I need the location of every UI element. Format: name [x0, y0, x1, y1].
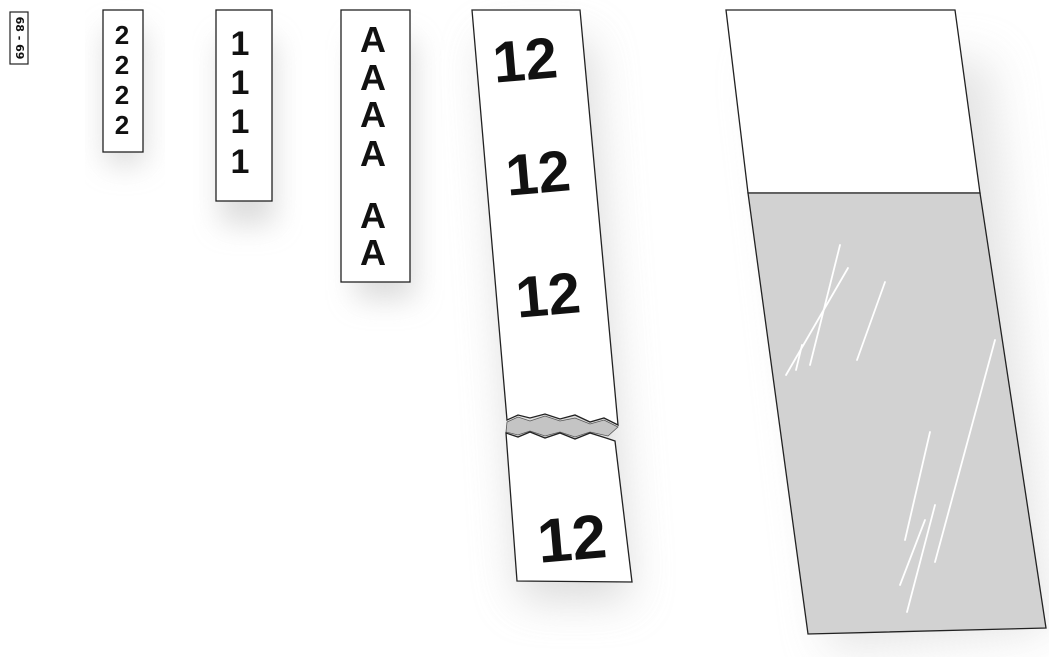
twelve-label-strip-upper: 12 12 12 — [472, 10, 618, 425]
strip-letter: A — [360, 57, 386, 98]
strip-digit: 2 — [115, 80, 129, 110]
letter-label-strip: A A A A A A — [341, 10, 410, 282]
tiny-label-strip: 68 - 69 — [10, 12, 28, 64]
strip-digit: 1 — [231, 103, 250, 141]
strip-digit: 2 — [115, 110, 129, 140]
strip-letter: A — [360, 232, 386, 273]
two-label-strip: 2 2 2 2 — [103, 10, 143, 152]
strip-number: 12 — [490, 25, 560, 95]
strip-letter: A — [360, 19, 386, 60]
strip-number: 12 — [535, 502, 610, 577]
strip-digit: 2 — [115, 50, 129, 80]
strip-letter: A — [360, 195, 386, 236]
strip-letter: A — [360, 94, 386, 135]
strip-letter: A — [360, 133, 386, 174]
strip-digit: 1 — [231, 25, 250, 63]
strip-digit: 2 — [115, 20, 129, 50]
strip-digit: 1 — [231, 143, 250, 181]
twelve-label-strip-lower: 12 — [506, 432, 632, 582]
one-label-strip: 1 1 1 1 — [216, 10, 272, 201]
tiny-label-text: 68 - 69 — [13, 17, 26, 60]
clear-label-holder — [726, 10, 1046, 634]
strip-number: 12 — [503, 138, 573, 208]
strip-number: 12 — [513, 260, 583, 330]
strip-digit: 1 — [231, 64, 250, 102]
